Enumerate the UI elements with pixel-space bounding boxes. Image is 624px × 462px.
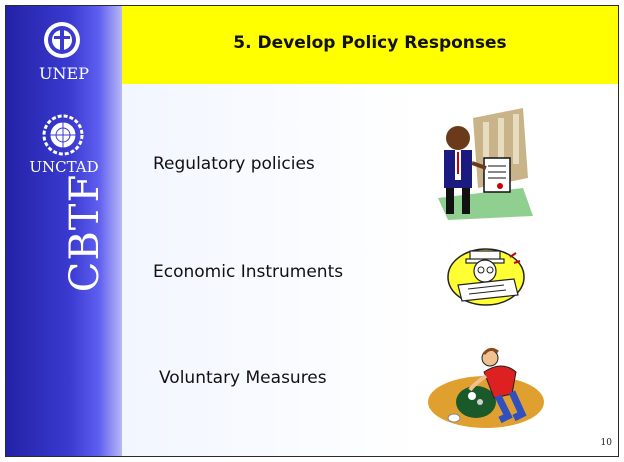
item-economic-instruments: Economic Instruments [153, 262, 344, 282]
businessman-with-law-document-clipart [438, 108, 533, 220]
title-bar [122, 6, 618, 84]
man-with-newspaper-clipart [447, 248, 525, 306]
un-emblem-icon [42, 114, 84, 156]
item-voluntary-measures: Voluntary Measures [159, 368, 327, 388]
slide-title: 5. Develop Policy Responses [233, 33, 507, 53]
page-number: 10 [600, 438, 612, 448]
item-regulatory-policies: Regulatory policies [153, 154, 315, 174]
man-collecting-litter-clipart [428, 347, 544, 428]
sidebar: UNEP UNCTAD CBTF [6, 6, 122, 456]
unctad-logo-text: UNCTAD [29, 158, 99, 176]
slide: UNEP UNCTAD CBTF 5. Develop Policy Respo… [5, 5, 619, 457]
unep-emblem-icon [44, 22, 80, 58]
cbtf-vertical-text: CBTF [62, 173, 109, 293]
unep-logo-text: UNEP [39, 64, 89, 83]
